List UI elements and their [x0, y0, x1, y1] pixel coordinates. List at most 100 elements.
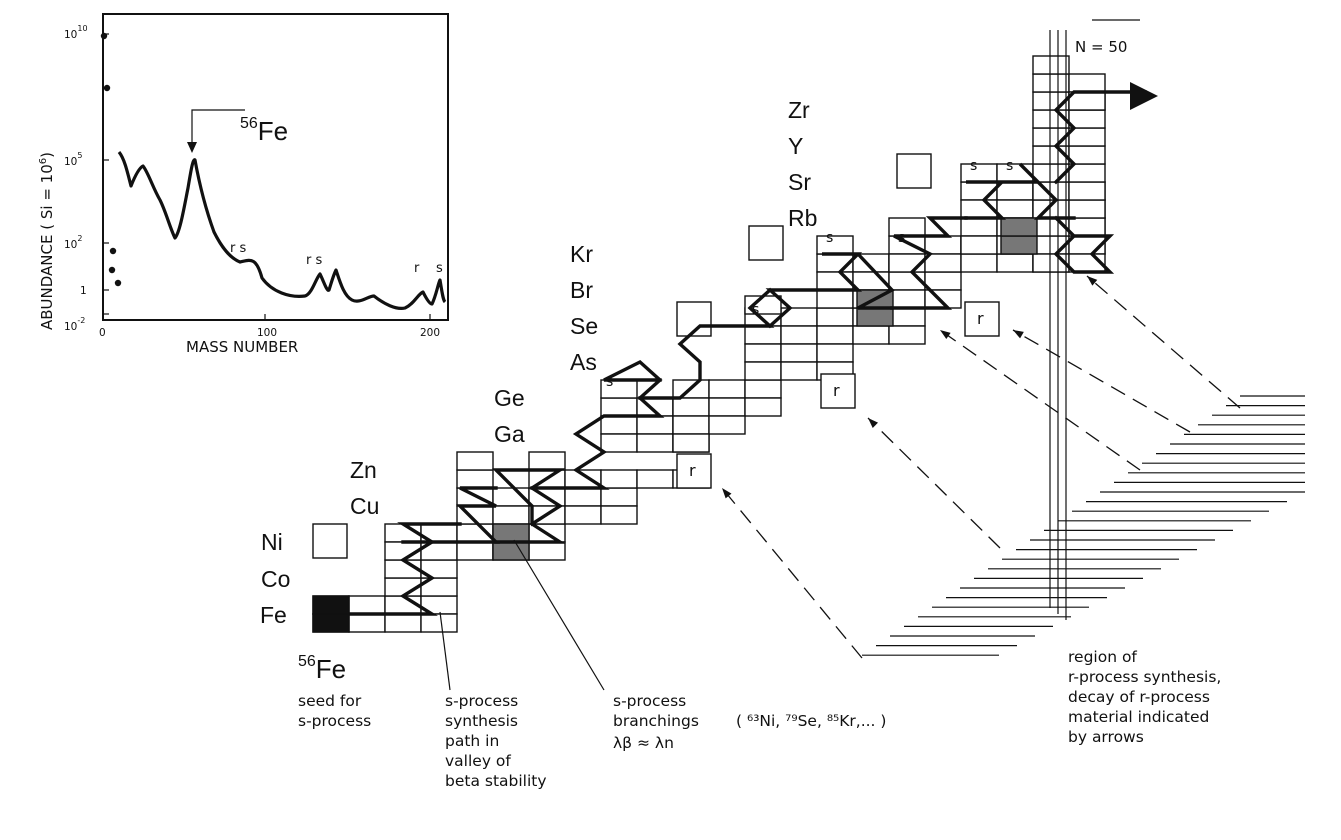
peak-label-a208: s	[436, 261, 443, 276]
branch-isotopes: ( ⁶³Ni, ⁷⁹Se, ⁸⁵Kr,... )	[736, 712, 886, 730]
r-only-box	[964, 301, 1000, 337]
y-tick-1e5: 105	[64, 151, 82, 168]
element-label-se: Se	[570, 313, 598, 339]
nuclide-cell	[636, 415, 674, 435]
isolated-stable-box	[748, 225, 784, 261]
nuclide-cell	[1068, 199, 1106, 219]
nuclide-cell	[420, 613, 458, 633]
branch-caption-leader	[513, 539, 605, 691]
nuclide-cell	[348, 613, 386, 633]
element-label-rb: Rb	[788, 205, 817, 231]
nuclide-cell	[528, 451, 566, 471]
element-label-ni: Ni	[261, 529, 283, 555]
path-caption-line2: synthesis	[445, 712, 518, 730]
y-tick-1e10: 1010	[64, 24, 88, 41]
nuclide-cell	[672, 415, 710, 435]
element-label-ge: Ge	[494, 385, 525, 411]
nuclide-cell	[456, 541, 494, 561]
inset-light-element-dots	[100, 32, 122, 287]
nuclide-cell	[1032, 73, 1070, 93]
nuclide-cell	[564, 487, 602, 507]
s-path-segment-n50	[1053, 90, 1147, 185]
nuclide-cell	[816, 289, 854, 309]
nuclide-cell	[888, 325, 926, 345]
s-path-segment-se-kr	[765, 252, 895, 329]
inset-frame	[102, 13, 449, 321]
nuclide-cell	[888, 289, 926, 309]
inset-x-ticks: 0 100 200	[99, 314, 440, 339]
nuclide-cell	[996, 199, 1034, 219]
nuclide-cell	[492, 505, 530, 525]
nuclide-cell	[960, 253, 998, 273]
r-only-marker: r	[689, 461, 696, 480]
n50-label: N = 50	[1075, 38, 1127, 56]
nuclide-cell	[1068, 181, 1106, 201]
s-path-arrowhead	[1130, 82, 1158, 110]
nuclide-cell	[744, 343, 782, 363]
decay-arrow-line	[1012, 329, 1191, 433]
branching-cell-shaded	[492, 541, 530, 561]
nuclide-cell	[636, 469, 674, 489]
s-path-segment-zr	[1053, 215, 1115, 274]
nuclide-cell	[348, 595, 386, 615]
s-path-segment-ge-as	[638, 287, 775, 400]
captions: 56Fe seed for s-process s-process synthe…	[298, 539, 1221, 790]
nuclide-cell	[960, 217, 998, 237]
branch-condition: λβ ≈ λn	[613, 734, 674, 752]
decay-arrow-line	[867, 417, 1001, 549]
y-tick-1: 1	[80, 285, 87, 297]
s-only-marker: s	[970, 158, 977, 174]
decay-arrowhead	[940, 330, 951, 340]
nuclide-cell	[600, 469, 638, 489]
nuclide-cell	[744, 397, 782, 417]
decay-arrow-line	[939, 329, 1141, 471]
nuclide-cell	[600, 487, 638, 507]
nuclide-cell	[960, 163, 998, 183]
s-path-segment-zn-ga	[491, 468, 566, 544]
nuclide-cell	[924, 253, 962, 273]
s-path-segment-ga-ge	[530, 359, 665, 490]
isolated-stable-box	[676, 301, 712, 337]
element-label-ga: Ga	[494, 421, 525, 447]
s-process-path	[348, 82, 1158, 616]
s-only-marker: s	[752, 302, 759, 318]
nuclide-cell	[1068, 163, 1106, 183]
fe-peak-pointer: 56Fe	[187, 109, 288, 153]
nuclide-chart	[312, 55, 1106, 633]
path-caption-line3: path in	[445, 732, 499, 750]
nuclide-cell	[888, 235, 926, 255]
inset-y-ticks: 1010 105 102 1 10-2	[64, 24, 109, 333]
branching-cell-shaded	[1000, 217, 1038, 237]
element-label-y: Y	[788, 133, 803, 159]
nuclide-cell	[1068, 109, 1106, 129]
decay-arrow-line	[1086, 275, 1241, 409]
nuclide-cell	[708, 379, 746, 399]
x-tick-100: 100	[257, 327, 277, 339]
isolated-stable-box	[312, 523, 348, 559]
peak-label-a80: r s	[230, 241, 246, 256]
y-tick-1e2: 102	[64, 234, 82, 251]
element-label-sr: Sr	[788, 169, 811, 195]
nuclide-cell	[384, 613, 422, 633]
nuclide-cell	[600, 505, 638, 525]
isolated-stable-box	[896, 153, 932, 189]
s-path-segment-fe-cu	[348, 522, 462, 616]
rprocess-caption-line5: by arrows	[1068, 728, 1144, 746]
s-path-segment-kr-rb	[890, 216, 968, 310]
n50-magic-lines: N = 50	[1049, 19, 1140, 620]
nuclide-cell	[744, 379, 782, 399]
path-caption-line5: beta stability	[445, 772, 547, 790]
x-tick-200: 200	[420, 327, 440, 339]
nuclide-cell	[1068, 73, 1106, 93]
branching-cell-shaded	[1000, 235, 1038, 255]
nuclide-cell	[852, 325, 890, 345]
nuclide-cell	[636, 433, 674, 453]
y-tick-1e-2: 10-2	[64, 316, 85, 333]
nuclide-cell	[456, 469, 494, 489]
nuclide-cell	[960, 235, 998, 255]
element-label-kr: Kr	[570, 241, 593, 267]
decay-arrowhead	[722, 488, 732, 499]
nuclide-cell	[600, 397, 638, 417]
decay-arrow-line	[721, 487, 863, 659]
x-tick-0: 0	[99, 327, 106, 339]
